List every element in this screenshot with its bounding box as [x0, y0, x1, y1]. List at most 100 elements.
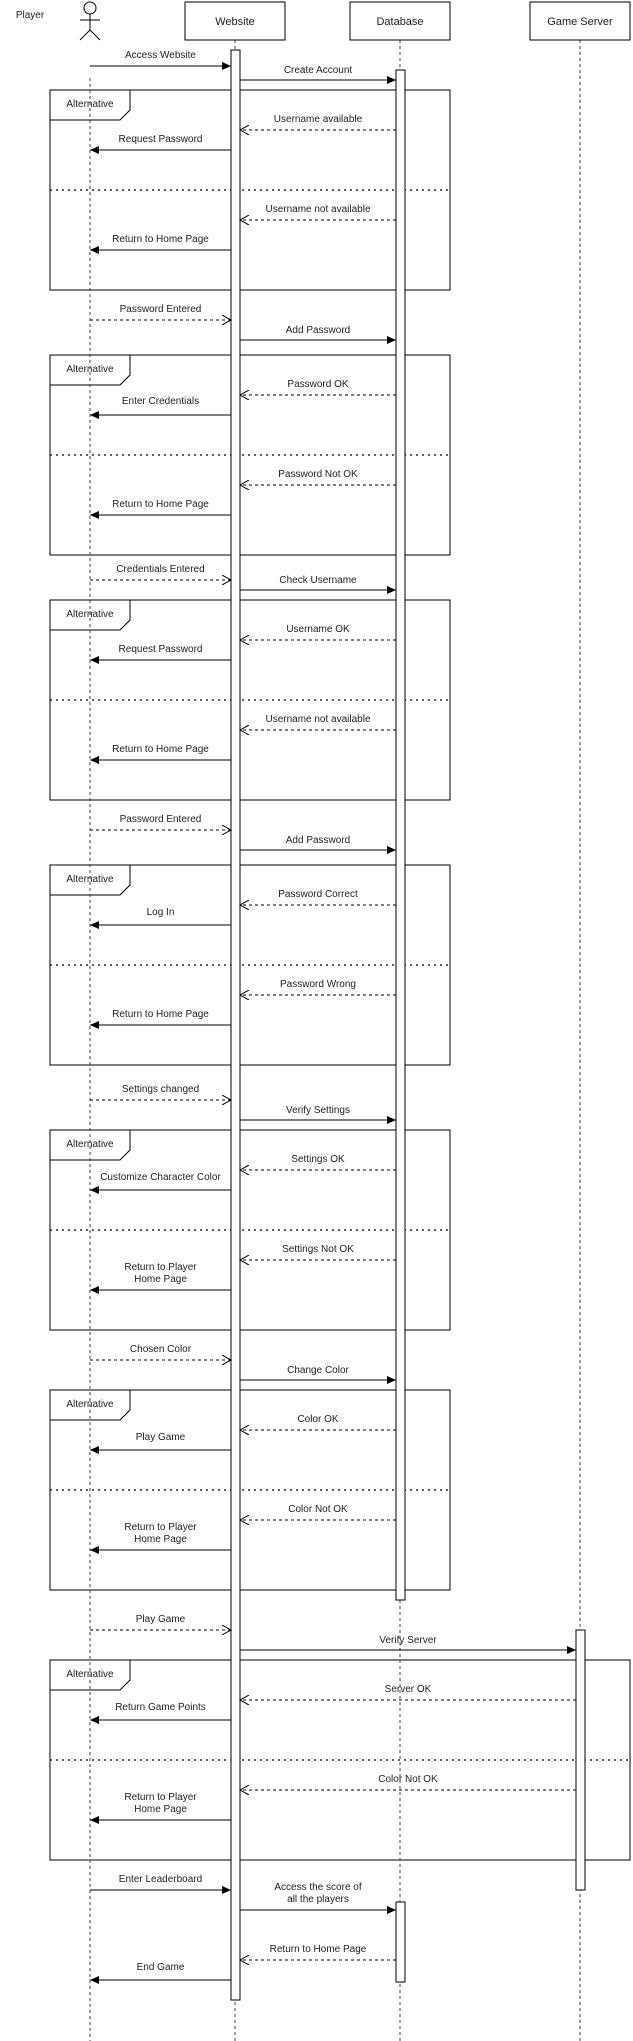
game-server-activation — [575, 1629, 586, 1891]
game-server-header: Game Server — [529, 1, 631, 41]
game-server-header-label: Game Server — [547, 16, 613, 28]
fragment-label-tab — [50, 355, 131, 386]
message: Server OK — [240, 1684, 576, 1700]
message-label: Return to Home Page — [270, 1944, 367, 1955]
alternative-fragment: Alternative — [49, 599, 451, 801]
message: Log In — [90, 907, 231, 929]
message-label: Password Not OK — [278, 469, 358, 480]
player-actor: Player — [16, 1, 101, 41]
database-activation-2 — [395, 1901, 406, 1983]
message-label: Play Game — [136, 1432, 186, 1443]
message: Change Color — [240, 1365, 396, 1384]
message-label: Return to Home Page — [112, 234, 209, 245]
actor-right-leg — [89, 29, 101, 41]
message-label: Return to Home Page — [112, 1009, 209, 1020]
message: Username available — [240, 114, 396, 130]
message-label: Add Password — [286, 325, 350, 336]
alternative-fragment: Alternative — [49, 1129, 451, 1331]
message-label: Password OK — [287, 379, 348, 390]
message: Password Not OK — [240, 469, 396, 485]
fragment-label-tab — [50, 600, 131, 631]
message: Chosen Color — [90, 1344, 231, 1360]
message-label: Password Correct — [278, 889, 358, 900]
website-header-box — [184, 1, 286, 41]
fragment-label-tab — [50, 1390, 131, 1421]
fragment-label: Alternative — [66, 364, 114, 375]
message-label: Return to Home Page — [112, 744, 209, 755]
message-label: Request Password — [119, 134, 203, 145]
message: Play Game — [90, 1614, 231, 1630]
message: Username not available — [240, 714, 396, 730]
message: Play Game — [90, 1432, 231, 1454]
website-header-label: Website — [215, 16, 255, 28]
message: Access Website — [90, 50, 231, 70]
message-label: Settings Not OK — [282, 1244, 354, 1255]
message-label: Check Username — [279, 575, 357, 586]
message-label: Credentials Entered — [116, 564, 204, 575]
database-header-box — [349, 1, 451, 41]
message-label: all the players — [287, 1894, 349, 1905]
message-label: Play Game — [136, 1614, 186, 1625]
message-label: Password Entered — [120, 304, 202, 315]
database-header: Database — [349, 1, 451, 41]
message: Verify Settings — [240, 1105, 396, 1124]
message-label: Change Color — [287, 1365, 349, 1376]
message-label: Password Wrong — [280, 979, 356, 990]
actor-left-leg — [79, 29, 91, 41]
message: Return Game Points — [90, 1702, 231, 1724]
message-label: Verify Settings — [286, 1105, 350, 1116]
message: Add Password — [240, 835, 396, 854]
website-header: Website — [184, 1, 286, 41]
message: Password Entered — [90, 304, 231, 320]
alternative-fragment: Alternative — [49, 1389, 451, 1591]
message-label: Username OK — [286, 624, 350, 635]
message: Return to Home Page — [240, 1944, 396, 1960]
message: Return to Home Page — [90, 1009, 231, 1029]
fragment-label-tab — [50, 865, 131, 896]
message-label: Verify Server — [379, 1635, 437, 1646]
database-activation — [395, 69, 406, 1601]
message: Enter Credentials — [90, 396, 231, 419]
fragment-label-tab — [50, 1130, 131, 1161]
message: Color Not OK — [240, 1504, 396, 1520]
message-label: Return to Player — [124, 1262, 197, 1273]
fragment-label-tab — [50, 90, 131, 121]
message-label: Server OK — [385, 1684, 432, 1695]
message: Username not available — [240, 204, 396, 220]
message: Check Username — [240, 575, 396, 594]
message: Settings Not OK — [240, 1244, 396, 1260]
message: Credentials Entered — [90, 564, 231, 580]
message: Password Wrong — [240, 979, 396, 995]
message: Settings OK — [240, 1154, 396, 1170]
alternative-fragment: Alternative — [49, 1659, 631, 1861]
alternative-fragment: Alternative — [49, 89, 451, 291]
message-label: Home Page — [134, 1274, 187, 1285]
message: Verify Server — [240, 1635, 576, 1654]
website-activation — [230, 49, 241, 2001]
message-label: Add Password — [286, 835, 350, 846]
message-label: Request Password — [119, 644, 203, 655]
message-label: Username not available — [265, 714, 370, 725]
message: Request Password — [90, 134, 231, 154]
message: Customize Character Color — [90, 1172, 231, 1194]
message-label: Color Not OK — [378, 1774, 438, 1785]
message-label: Settings OK — [291, 1154, 345, 1165]
message: Color Not OK — [240, 1774, 576, 1790]
message-label: Username not available — [265, 204, 370, 215]
message-label: End Game — [137, 1962, 185, 1973]
game-server-header-box — [529, 1, 631, 41]
message: Return to Home Page — [90, 499, 231, 519]
message-label: Return to Player — [124, 1522, 197, 1533]
message-label: Username available — [274, 114, 363, 125]
message: Create Account — [240, 65, 396, 84]
message-label: Return to Player — [124, 1792, 197, 1803]
database-header-label: Database — [376, 16, 423, 28]
message: Color OK — [240, 1414, 396, 1430]
message: Settings changed — [90, 1084, 231, 1100]
fragment-label-tab — [50, 1660, 131, 1691]
alternative-fragment: Alternative — [49, 354, 451, 556]
message-label: Color Not OK — [288, 1504, 348, 1515]
